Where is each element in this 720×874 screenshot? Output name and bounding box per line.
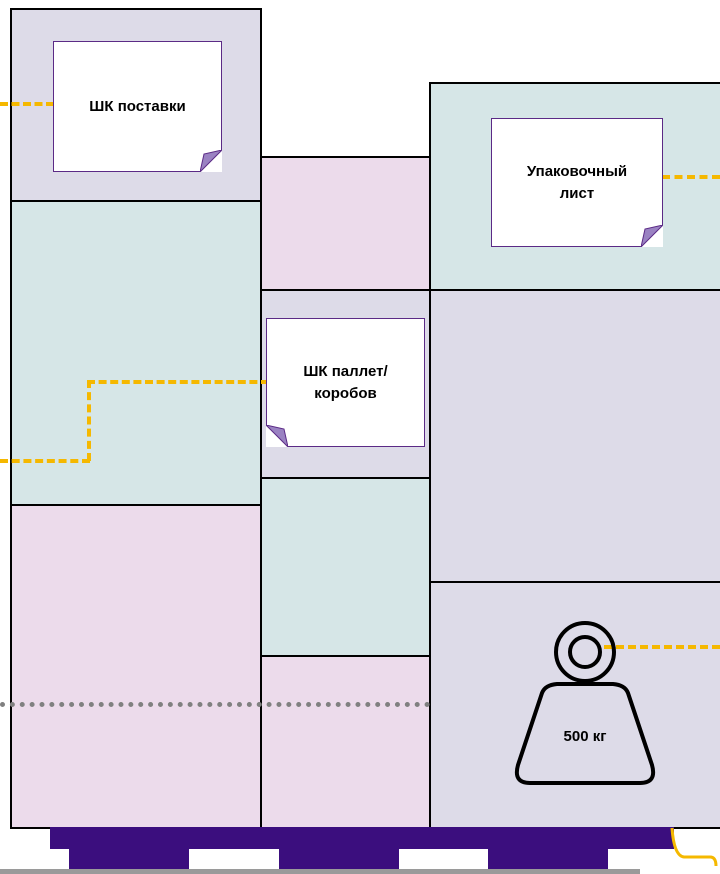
sticker-fold-icon — [641, 225, 663, 247]
floor-line — [0, 869, 640, 874]
leader-line-pallet-barcode-a — [0, 459, 90, 463]
box-left-middle — [10, 200, 262, 506]
shipment-barcode-sticker: ШК поставки — [53, 41, 222, 172]
packing-list-sticker: Упаковочный лист — [491, 118, 663, 247]
leader-line-pallet — [670, 827, 718, 866]
pallet-deck — [50, 827, 674, 849]
leader-line-shipment-barcode — [0, 102, 54, 106]
sticker-fold-icon — [200, 150, 222, 172]
box-middle-top — [260, 156, 431, 291]
pallet-barcode-label-line2: коробов — [314, 384, 377, 402]
leader-line-weight — [604, 645, 720, 649]
weight-icon — [514, 621, 656, 785]
box-middle-bottom — [260, 655, 431, 829]
packing-list-label-line1: Упаковочный — [526, 162, 628, 180]
leader-line-pallet-barcode-b — [87, 380, 91, 461]
sticker-fold-icon — [266, 425, 288, 447]
leader-line-packing-list — [662, 175, 720, 179]
box-right-bottom — [429, 581, 720, 829]
box-middle-lower — [260, 477, 431, 657]
pallet-barcode-label-line1: ШК паллет/ — [303, 362, 388, 380]
pallet-block-middle — [279, 849, 399, 871]
weight-label: 500 кг — [563, 728, 607, 745]
box-left-bottom — [10, 504, 262, 829]
packing-list-label-line2: лист — [559, 184, 595, 202]
leader-line-pallet-barcode-c — [87, 380, 269, 384]
pallet-block-right — [488, 849, 608, 871]
center-of-gravity-line — [0, 702, 430, 707]
box-right-middle — [429, 289, 720, 583]
pallet-block-left — [69, 849, 189, 871]
shipment-barcode-label: ШК поставки — [89, 97, 186, 115]
pallet-barcode-sticker: ШК паллет/ коробов — [266, 318, 425, 447]
